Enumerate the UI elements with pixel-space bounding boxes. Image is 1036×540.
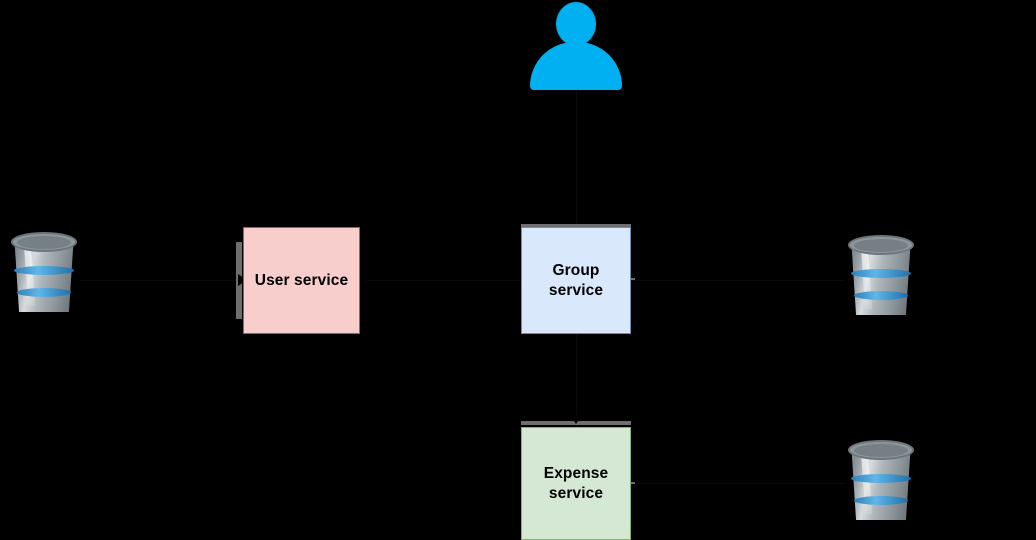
edge-expense-service-to-database-right-bottom <box>631 483 845 484</box>
node-expense-service[interactable]: Expense service <box>521 427 631 540</box>
database-band-lower <box>854 291 908 300</box>
database-icon-right-top <box>845 235 917 321</box>
database-band-upper <box>851 269 911 278</box>
edge-group-service-to-expense-service <box>576 334 577 427</box>
database-band-lower <box>17 288 71 297</box>
database-band-upper <box>14 266 74 275</box>
actor-body-icon <box>530 42 622 90</box>
connector-stub-group-service-top <box>521 224 631 227</box>
database-rim-inner <box>17 236 71 249</box>
database-rim-inner <box>854 239 908 252</box>
database-band-lower <box>854 496 908 505</box>
actor-head-icon <box>556 2 596 46</box>
arrowhead-user-service-out <box>357 274 366 286</box>
connector-stub-group-service-right <box>631 278 635 280</box>
database-icon-right-bottom <box>845 440 917 526</box>
node-user-service[interactable]: User service <box>243 227 360 334</box>
connector-stub-expense-service-right <box>631 482 635 484</box>
edge-group-service-to-actor <box>576 90 577 227</box>
node-group-service[interactable]: Group service <box>521 227 631 334</box>
arrowhead-into-expense-service <box>570 415 582 424</box>
edge-db-left-to-user-service <box>80 280 243 281</box>
database-band-upper <box>851 474 911 483</box>
database-rim-inner <box>854 444 908 457</box>
actor-person-icon <box>530 2 622 90</box>
edge-group-service-to-database-right-top <box>631 280 845 281</box>
edge-user-service-to-group-service <box>360 280 521 281</box>
arrowhead-into-user-service <box>238 274 247 286</box>
database-icon-left <box>8 232 80 318</box>
